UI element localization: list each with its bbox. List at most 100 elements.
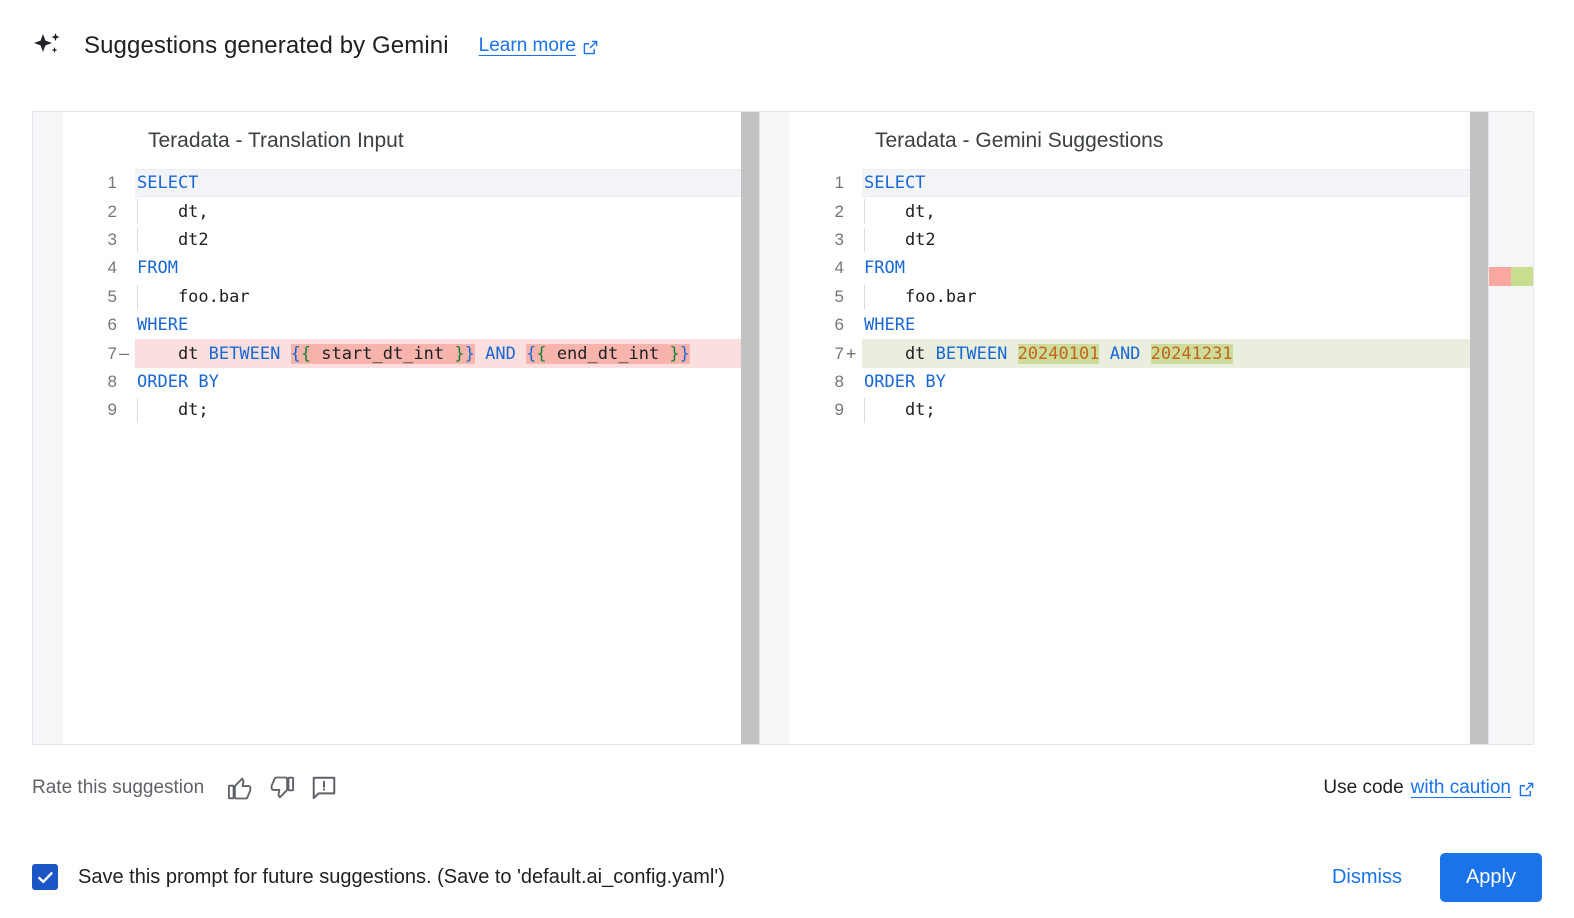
code-token: AND — [1109, 343, 1141, 364]
code-token: } — [464, 343, 475, 364]
code-line-text: dt2 — [790, 230, 936, 250]
save-prompt-checkbox[interactable] — [32, 864, 58, 890]
right-vertical-scrollbar[interactable] — [1470, 112, 1488, 744]
code-line-text: dt; — [63, 400, 209, 420]
rate-label: Rate this suggestion — [32, 777, 205, 798]
code-line-text: ORDER BY — [790, 372, 946, 392]
code-line[interactable]: 5 foo.bar — [790, 283, 1533, 311]
code-token: } — [454, 343, 465, 364]
code-line-background — [135, 368, 759, 396]
code-line-text: WHERE — [790, 315, 915, 335]
use-code-caution: Use code with caution — [1323, 777, 1534, 799]
code-token: dt; — [137, 400, 209, 421]
report-feedback-icon[interactable] — [310, 774, 338, 802]
code-line-background — [135, 226, 759, 254]
apply-button[interactable]: Apply — [1439, 852, 1542, 902]
code-token: } — [669, 343, 680, 364]
code-token: { — [290, 343, 301, 364]
code-token: AND — [485, 343, 516, 364]
page-title: Suggestions generated by Gemini — [84, 32, 449, 59]
thumb-down-icon[interactable] — [268, 774, 296, 802]
code-line[interactable]: 5 foo.bar — [63, 283, 759, 311]
code-token: dt2 — [137, 229, 209, 250]
code-line-background — [862, 396, 1533, 424]
code-token: { — [526, 343, 537, 364]
code-line[interactable]: 7— dt BETWEEN {{ start_dt_int }} AND {{ … — [63, 339, 759, 368]
with-caution-link[interactable]: with caution — [1410, 777, 1511, 798]
line-number: 1 — [107, 173, 117, 193]
code-line-text: dt2 — [63, 230, 209, 250]
code-line-background — [862, 368, 1533, 396]
learn-more-link[interactable]: Learn more — [479, 35, 598, 57]
code-line[interactable]: 2 dt, — [63, 197, 759, 225]
thumb-up-icon[interactable] — [226, 774, 254, 802]
external-link-icon — [583, 39, 598, 54]
code-token: dt, — [137, 201, 209, 222]
code-line[interactable]: 9 dt; — [63, 396, 759, 424]
learn-more-label: Learn more — [478, 35, 576, 56]
code-line-text: dt; — [790, 400, 936, 420]
code-line[interactable]: 7+ dt BETWEEN 20240101 AND 20241231 — [790, 339, 1533, 368]
overview-ruler[interactable] — [1488, 112, 1533, 744]
code-token: BETWEEN — [935, 343, 1008, 364]
code-line-background — [135, 396, 759, 424]
code-line[interactable]: 1 SELECT — [63, 169, 759, 198]
code-token — [1007, 344, 1017, 364]
line-number: 5 — [834, 286, 844, 306]
code-token: dt, — [864, 201, 936, 222]
translation-input-editor[interactable]: Teradata - Translation Input 1 SELECT 2 dt… — [63, 112, 759, 744]
right-gutter-pad — [760, 112, 790, 744]
right-scroll-thumb[interactable] — [1470, 112, 1488, 744]
code-token: SELECT — [137, 173, 199, 194]
code-line-text: FROM — [790, 258, 905, 278]
code-token — [280, 344, 290, 364]
code-token: { — [536, 343, 547, 364]
left-scroll-thumb[interactable] — [741, 112, 759, 744]
code-line[interactable]: 3 dt2 — [63, 226, 759, 254]
ruler-marker-added — [1511, 267, 1533, 286]
code-token: ORDER BY — [137, 371, 219, 392]
code-line[interactable]: 3 dt2 — [790, 226, 1533, 254]
code-token: WHERE — [864, 315, 916, 336]
code-token: BETWEEN — [208, 343, 281, 364]
code-line[interactable]: 9 dt; — [790, 396, 1533, 424]
diff-pane-input: Teradata - Translation Input 1 SELECT 2 dt… — [33, 112, 760, 744]
code-token: dt — [864, 343, 936, 364]
code-token: foo.bar — [864, 286, 977, 307]
code-token: FROM — [137, 258, 178, 279]
code-token: dt; — [864, 400, 936, 421]
left-vertical-scrollbar[interactable] — [741, 112, 759, 744]
line-number: 2 — [834, 201, 844, 221]
use-code-prefix: Use code — [1323, 777, 1404, 798]
dismiss-button[interactable]: Dismiss — [1318, 856, 1416, 899]
code-token — [1099, 344, 1109, 364]
code-token: end_dt_int — [546, 343, 670, 364]
code-line-text: WHERE — [63, 315, 188, 335]
code-token — [1140, 344, 1150, 364]
code-line-text: foo.bar — [63, 287, 250, 307]
code-line-background — [135, 197, 759, 225]
code-token: SELECT — [864, 173, 926, 194]
line-number: 6 — [107, 315, 117, 335]
footer-actions: Dismiss Apply — [1318, 852, 1542, 902]
line-number: 7 — [834, 343, 844, 363]
rate-suggestion-row: Rate this suggestion Use code with cauti… — [32, 768, 1534, 808]
code-line-text: dt, — [63, 202, 209, 222]
code-line[interactable]: 2 dt, — [790, 197, 1533, 225]
code-token: { — [300, 343, 312, 364]
pane-title-input: Teradata - Translation Input — [148, 129, 404, 152]
code-line-text: ORDER BY — [63, 372, 219, 392]
code-line-text: dt BETWEEN {{ start_dt_int }} AND {{ end… — [63, 343, 690, 364]
pane-title-suggestions: Teradata - Gemini Suggestions — [875, 129, 1164, 152]
